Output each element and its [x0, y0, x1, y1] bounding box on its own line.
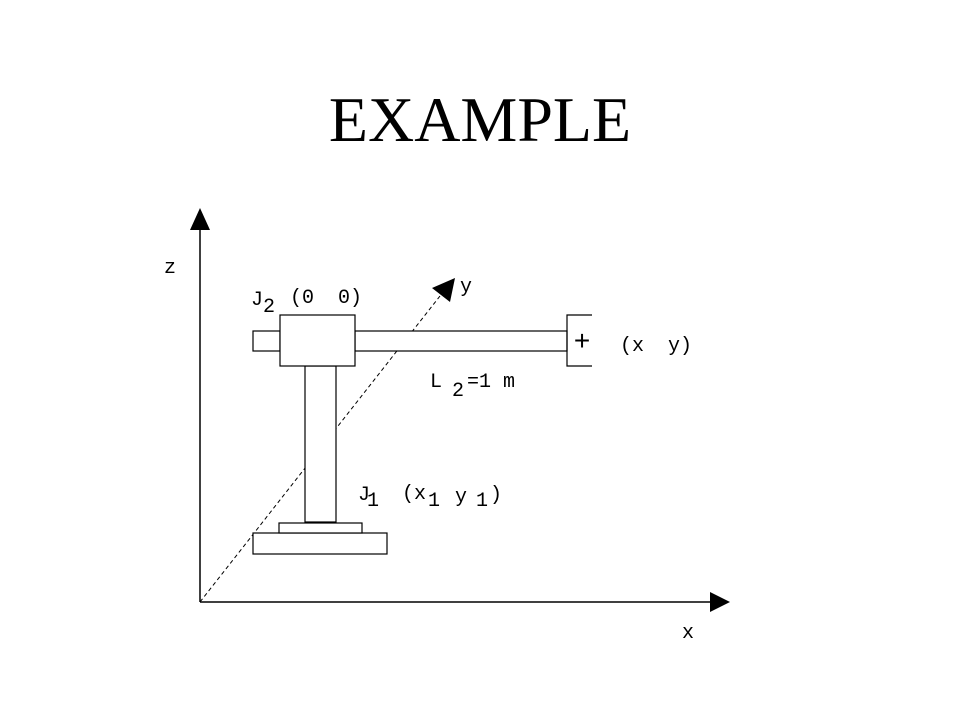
- joint2-subscript: 2: [263, 296, 275, 319]
- link2-value: =1 m: [467, 371, 515, 394]
- joint1-open: (x: [402, 483, 426, 506]
- y-axis-arrow: [432, 278, 455, 302]
- joint1-close: ): [490, 484, 502, 507]
- joint2-coords: (0 0): [290, 287, 362, 310]
- column-link: [304, 365, 337, 523]
- y-axis-label: y: [460, 276, 472, 299]
- base-top-plate: [278, 522, 363, 534]
- page-title: EXAMPLE: [328, 84, 632, 155]
- joint2-symbol: J: [251, 289, 263, 312]
- z-axis-arrow: [190, 208, 210, 230]
- joint1-y: y: [455, 486, 467, 509]
- link2-symbol: L: [430, 371, 442, 394]
- z-axis-label: z: [164, 257, 176, 280]
- end-effector-coords: (x y): [620, 335, 692, 358]
- end-effector-marker: +: [574, 325, 590, 356]
- joint1-subscript: 1: [367, 490, 379, 513]
- joint1-symbol: J: [358, 484, 370, 507]
- x-axis-arrow: [710, 592, 730, 612]
- end-effector-bracket: [566, 314, 592, 367]
- base-plate: [252, 532, 388, 555]
- arm-link: [354, 330, 568, 352]
- joint2-housing: [279, 314, 356, 367]
- joint1-x-subscript: 1: [428, 490, 440, 513]
- joint1-y-subscript: 1: [476, 490, 488, 513]
- x-axis-label: x: [682, 622, 694, 645]
- arm-left-stub: [252, 330, 281, 352]
- link2-subscript: 2: [452, 380, 464, 403]
